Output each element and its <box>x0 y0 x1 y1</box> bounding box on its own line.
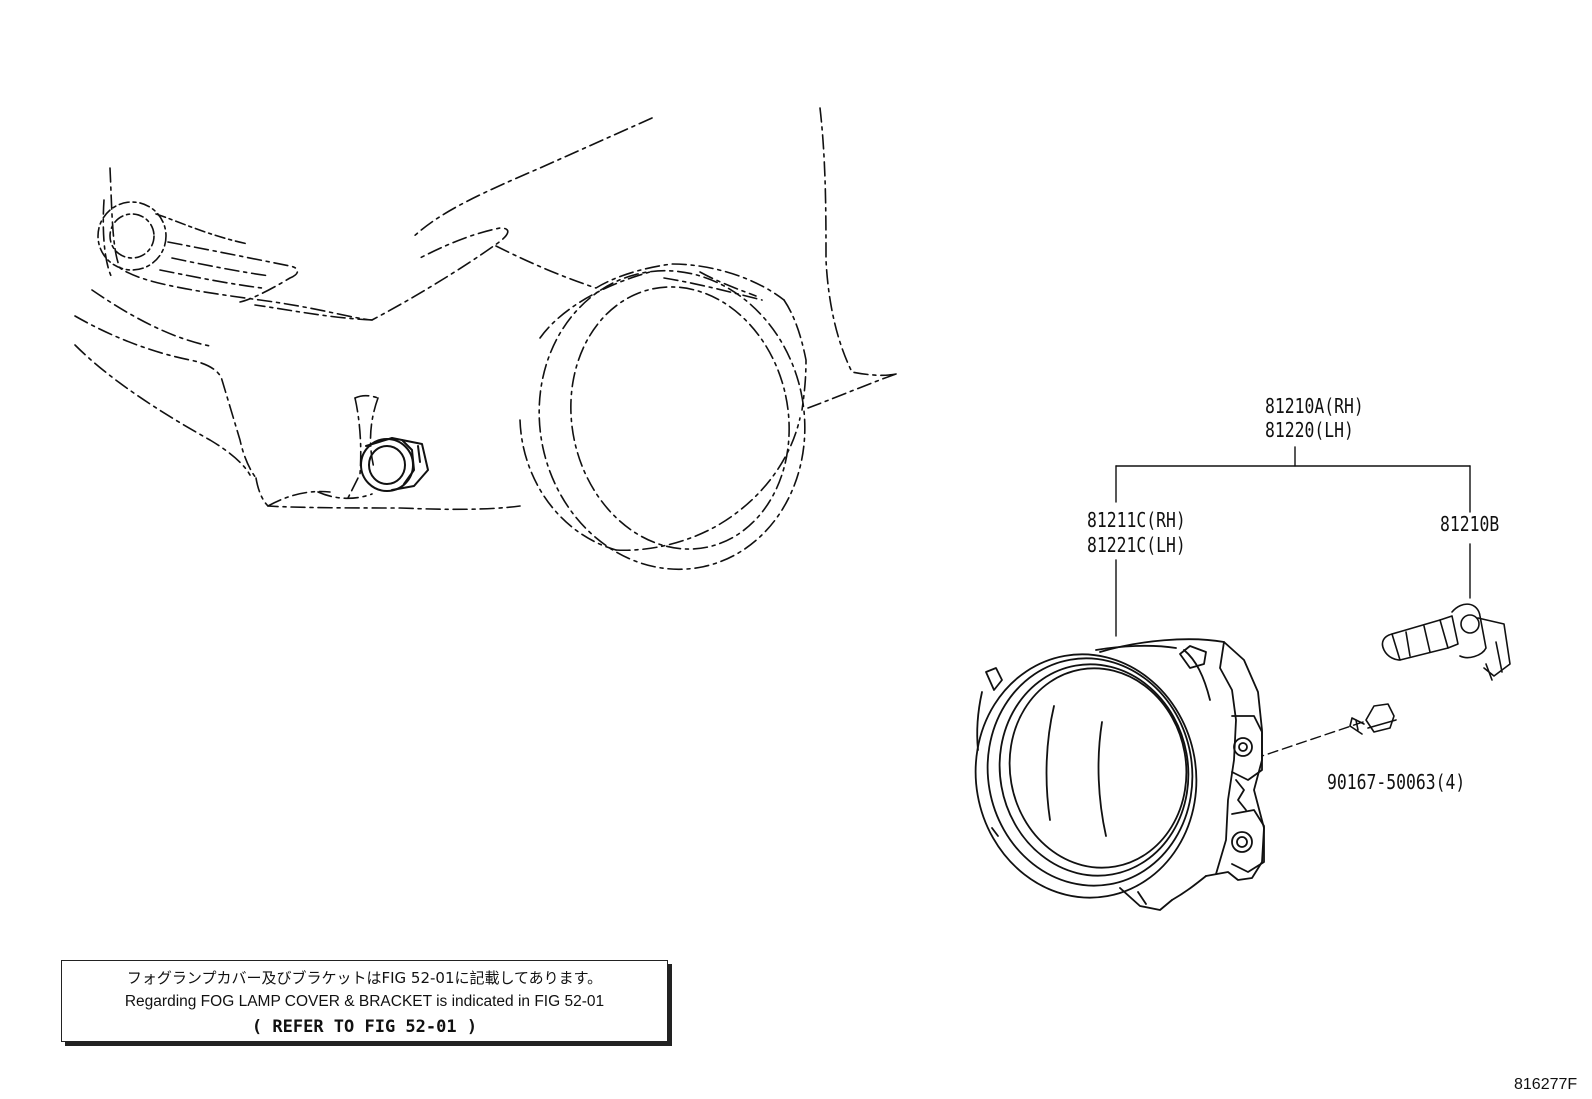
headlamp-phantom <box>97 201 249 271</box>
vehicle-front-phantom <box>74 107 897 552</box>
note-japanese-text: フォグランプカバー及びブラケットはFIG 52-01に記載してあります。 <box>126 969 603 987</box>
front-wheel-phantom <box>538 269 806 571</box>
callout-bulb: 81210B <box>1440 512 1500 536</box>
callout-fog-lamp-assy-lh: 81220(LH) <box>1265 418 1354 442</box>
callout-fog-lamp-assy-rh: 81210A(RH) <box>1265 394 1364 418</box>
fog-lamp-on-vehicle <box>360 437 429 492</box>
reference-note-box: フォグランプカバー及びブラケットはFIG 52-01に記載してあります。 Reg… <box>61 960 668 1042</box>
leader-lines <box>1115 446 1471 757</box>
callout-fog-lamp-unit-rh: 81211C(RH) <box>1087 508 1186 532</box>
fog-lamp-unit-drawing <box>974 638 1265 911</box>
note-reference-text: ( REFER TO FIG 52-01 ) <box>251 1017 478 1037</box>
note-english-text: Regarding FOG LAMP COVER & BRACKET is in… <box>124 993 605 1010</box>
callout-screw: 90167-50063(4) <box>1327 770 1466 794</box>
bulb-drawing <box>1381 603 1511 681</box>
callout-fog-lamp-unit-lh: 81221C(LH) <box>1087 533 1186 557</box>
figure-id: 816277F <box>1514 1076 1578 1093</box>
screw-drawing <box>1349 703 1397 735</box>
